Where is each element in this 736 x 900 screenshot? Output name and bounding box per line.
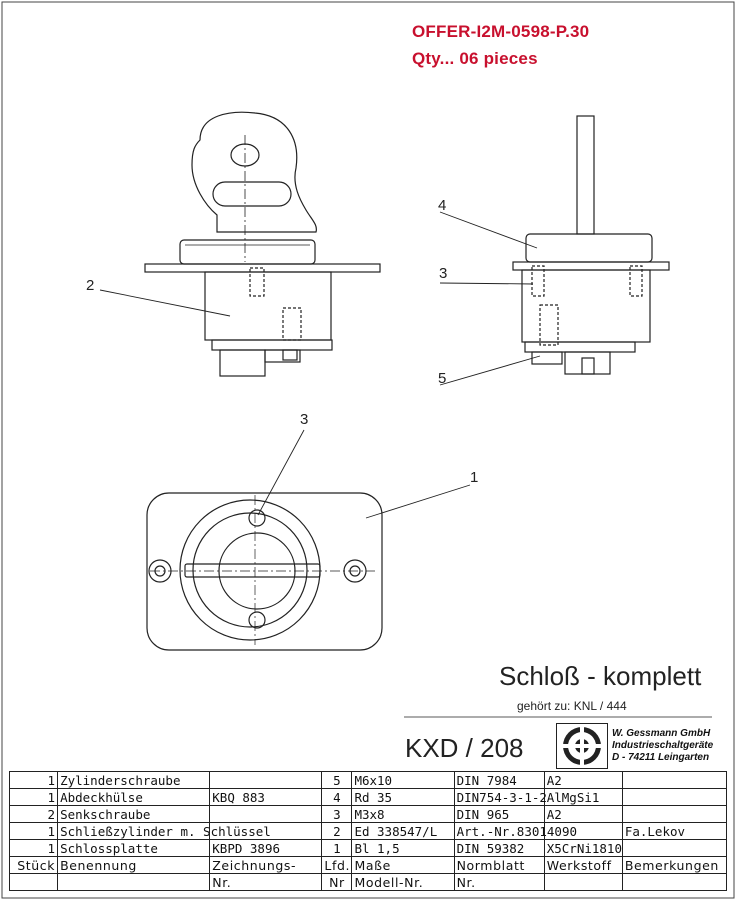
- table-cell: [8, 873, 59, 891]
- table-cell: [57, 873, 211, 891]
- table-cell: 3: [321, 805, 353, 823]
- table-cell: [621, 771, 728, 789]
- callout-4: 4: [438, 197, 446, 214]
- table-cell: Modell-Nr.: [351, 873, 455, 891]
- table-cell: [209, 771, 323, 789]
- table-cell: 1: [8, 839, 59, 857]
- table-cell: Fa.Lekov: [621, 822, 728, 840]
- table-cell: 2: [321, 822, 353, 840]
- table-cell: Maße: [351, 856, 455, 874]
- table-cell: DIN 965: [453, 805, 545, 823]
- table-cell: Rd 35: [351, 788, 455, 806]
- table-cell: Schließzylinder m. Schlüssel: [57, 822, 271, 840]
- table-cell: KBQ 883: [209, 788, 323, 806]
- elevation-view-right: [512, 115, 670, 375]
- table-cell: Senkschraube: [57, 805, 211, 823]
- table-cell: 1: [8, 771, 59, 789]
- table-cell: Lfd.: [321, 856, 353, 874]
- table-cell: Bl 1,5: [351, 839, 455, 857]
- table-cell: [621, 873, 728, 891]
- callout-3-side: 3: [439, 265, 447, 282]
- plan-view: [146, 492, 383, 651]
- table-cell: 1: [8, 822, 59, 840]
- elevation-view-left: [144, 111, 381, 377]
- drawing-number: KXD / 208: [405, 733, 524, 763]
- table-cell: Ed 338547/L: [351, 822, 455, 840]
- table-cell: DIN 7984: [453, 771, 545, 789]
- table-cell: DIN754-3-1-2: [453, 788, 547, 806]
- table-cell: Zeichnungs-: [209, 856, 323, 874]
- table-cell: Abdeckhülse: [57, 788, 211, 806]
- table-cell: Nr: [321, 873, 353, 891]
- table-cell: [621, 805, 728, 823]
- drawing-title: Schloß - komplett: [499, 661, 702, 691]
- callout-2: 2: [86, 277, 94, 294]
- company-logo-icon: [556, 723, 608, 769]
- table-cell: [209, 805, 323, 823]
- callout-5: 5: [438, 370, 446, 387]
- table-cell: Nr.: [453, 873, 545, 891]
- table-cell: A2: [543, 805, 623, 823]
- table-cell: 1: [321, 839, 353, 857]
- table-cell: 1: [8, 788, 59, 806]
- table-cell: 2: [8, 805, 59, 823]
- company-line2: Industrieschaltgeräte: [612, 740, 714, 751]
- callout-3-plan: 3: [300, 411, 308, 428]
- table-cell: X5CrNi1810: [543, 839, 623, 857]
- table-cell: [621, 788, 728, 806]
- company-address: D - 74211 Leingarten: [612, 752, 710, 763]
- table-cell: Stück: [8, 856, 59, 874]
- table-cell: Schlossplatte: [57, 839, 211, 857]
- table-cell: DIN 59382: [453, 839, 545, 857]
- table-cell: 4: [321, 788, 353, 806]
- table-cell: 5: [321, 771, 353, 789]
- table-cell: Werkstoff: [543, 856, 623, 874]
- table-cell: Normblatt: [453, 856, 545, 874]
- table-cell: M6x10: [351, 771, 455, 789]
- offer-number: OFFER-I2M-0598-P.30: [412, 22, 590, 41]
- belongs-to: gehört zu: KNL / 444: [517, 699, 627, 713]
- callout-1: 1: [470, 469, 478, 486]
- table-cell: AlMgSi1: [543, 788, 623, 806]
- table-cell: Bemerkungen: [621, 856, 728, 874]
- table-cell: [621, 839, 728, 857]
- table-cell: A2: [543, 771, 623, 789]
- company-name: W. Gessmann GmbH: [612, 728, 711, 739]
- table-cell: M3x8: [351, 805, 455, 823]
- leader-lines: [99, 211, 541, 519]
- table-cell: [543, 873, 623, 891]
- table-cell: Nr.: [209, 873, 323, 891]
- table-cell: KBPD 3896: [209, 839, 323, 857]
- table-cell: Benennung: [57, 856, 211, 874]
- table-cell: Art.-Nr.83014090: [453, 822, 577, 840]
- table-cell: Zylinderschraube: [57, 771, 211, 789]
- offer-quantity: Qty... 06 pieces: [412, 49, 538, 68]
